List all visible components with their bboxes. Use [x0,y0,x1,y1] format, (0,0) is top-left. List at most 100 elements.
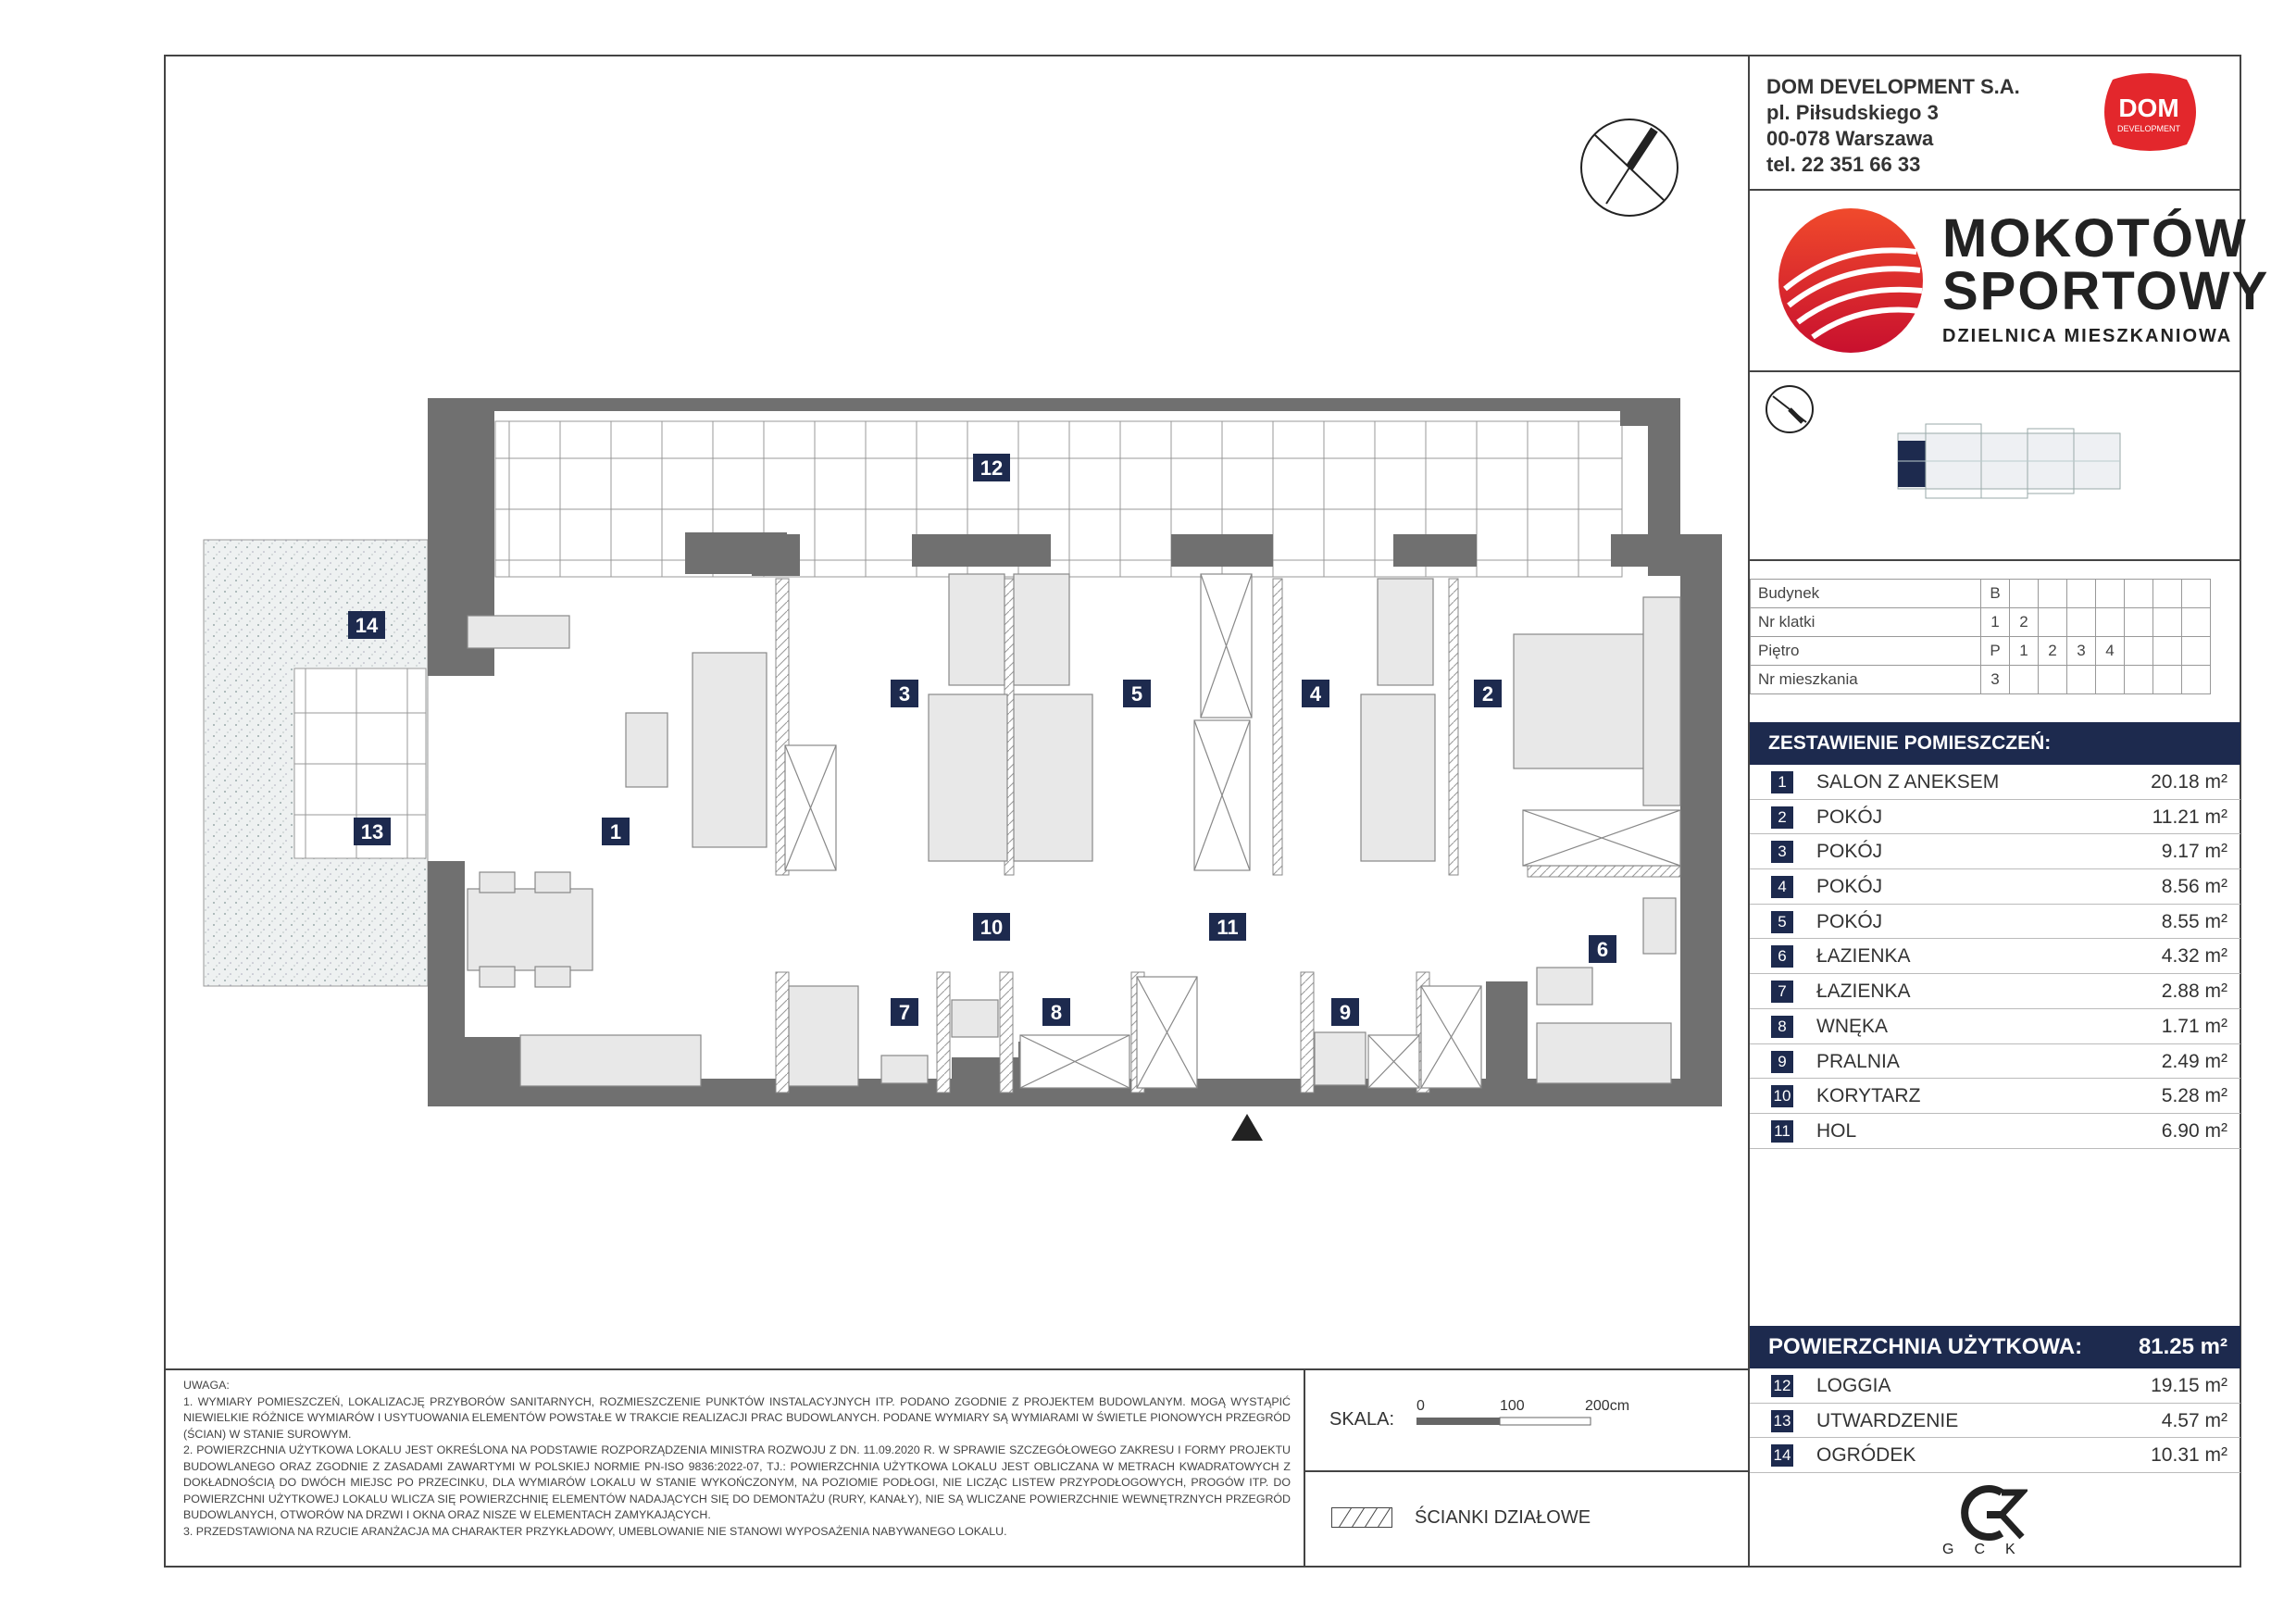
room-name: OGRÓDEK [1816,1444,1916,1467]
outer-walls [428,398,1722,1106]
pietro-4: 4 [2095,636,2125,666]
svg-text:12: 12 [980,456,1003,480]
plan-label-10: 10 [973,913,1010,941]
note-2: 2. POWIERZCHNIA UŻYTKOWA LOKALU JEST OKR… [183,1443,1291,1521]
room-name: POKÓJ [1816,876,1883,898]
extra-row: 14 OGRÓDEK 10.31 m² [1750,1438,2240,1474]
pietro-label: Piętro [1750,636,1981,666]
room-number: 1 [1771,771,1793,793]
room-number: 5 [1771,910,1793,933]
room-area: 2.49 m² [2161,1050,2227,1072]
keyplan-divider [1748,559,2241,561]
company-phone: tel. 22 351 66 33 [1766,153,1921,176]
room-number: 12 [1771,1375,1793,1397]
note-3: 3. PRZEDSTAWIONA NA RZUCIE ARANŻACJA MA … [183,1524,1007,1538]
room-area: 6.90 m² [2161,1119,2227,1142]
row-klatka: Nr klatki 1 2 [1750,607,2211,637]
room-number: 14 [1771,1444,1793,1468]
brand-divider [1748,370,2241,372]
scale-tick-200: 200cm [1585,1398,1630,1414]
scale-bar [1416,1417,1591,1426]
room-number: 7 [1771,981,1793,1004]
room-number: 2 [1771,806,1793,829]
svg-text:7: 7 [899,1001,910,1024]
room-name: WNĘKA [1816,1015,1889,1037]
plan-label-8: 8 [1042,998,1070,1026]
brand-line1: MOKOTÓW [1942,208,2248,269]
room-name: LOGGIA [1816,1375,1891,1396]
budynek-label: Budynek [1750,579,1981,608]
furniture [467,573,1681,1087]
room-name: ŁAZIENKA [1816,945,1911,968]
room-area: 10.31 m² [2151,1444,2227,1467]
room-area: 19.15 m² [2151,1375,2227,1396]
room-name: UTWARDZENIE [1816,1409,1959,1431]
company-address2: 00-078 Warszawa [1766,127,1934,150]
compass-north-icon [1580,119,1678,217]
plan-label-14: 14 [348,611,385,639]
apartment-info-table: Budynek B Nr klatki 1 2 Piętro P 1 2 3 4… [1750,579,2211,694]
svg-text:4: 4 [1310,682,1322,706]
scale-divider [1304,1368,1305,1568]
notes-title: UWAGA: [183,1379,230,1392]
klatka-label: Nr klatki [1750,607,1981,637]
room-name: POKÓJ [1816,910,1883,932]
svg-text:8: 8 [1051,1001,1062,1024]
drawing-frame [164,55,2241,1568]
svg-text:5: 5 [1131,682,1142,706]
room-number: 4 [1771,876,1793,899]
scale-label: SKALA: [1329,1409,1395,1430]
mokotow-brand-icon [1778,208,1923,353]
svg-text:11: 11 [1217,916,1238,939]
scale-tick-0: 0 [1416,1398,1425,1414]
room-name: HOL [1816,1119,1857,1142]
svg-text:13: 13 [361,820,383,843]
room-area: 20.18 m² [2151,771,2227,793]
budynek-value: B [1980,579,2010,608]
mieszkanie-label: Nr mieszkania [1750,665,1981,694]
gck-logo [1961,1485,2028,1541]
plan-label-1: 1 [602,818,630,845]
logo-text: DOM [2118,94,2178,122]
plan-label-12: 12 [973,454,1010,481]
plan-label-9: 9 [1331,998,1359,1026]
plan-label-13: 13 [354,818,391,845]
title-block-divider [1748,55,1750,1568]
floor-plan: 1 2 3 4 5 6 7 8 9 10 11 12 13 14 [203,398,1722,1141]
room-number: 13 [1771,1409,1793,1432]
total-area-label: POWIERZCHNIA UŻYTKOWA: [1768,1334,2083,1359]
pietro-3: 3 [2066,636,2096,666]
pietro-2: 2 [2038,636,2067,666]
mieszkanie-value: 3 [1980,665,2010,694]
gck-logo-text: GCK [1942,1542,2036,1557]
svg-text:6: 6 [1597,938,1608,961]
extra-row: 12 LOGGIA 19.15 m² [1750,1368,2240,1404]
room-name: POKÓJ [1816,841,1883,863]
room-area: 2.88 m² [2161,981,2227,1003]
company-name: DOM DEVELOPMENT S.A. [1766,75,2020,98]
legend-divider [1304,1470,1748,1472]
compass-small-icon [1766,385,1814,433]
logo-sub: DEVELOPMENT [2117,124,2181,133]
room-area: 8.56 m² [2161,876,2227,898]
company-address1: pl. Piłsudskiego 3 [1766,101,1939,124]
room-number: 11 [1771,1119,1793,1143]
pietro-p: P [1980,636,2010,666]
room-row: 4 POKÓJ 8.56 m² [1750,869,2240,905]
room-number: 3 [1771,841,1793,864]
company-info: DOM DEVELOPMENT S.A. pl. Piłsudskiego 3 … [1766,74,2020,178]
room-number: 6 [1771,945,1793,968]
room-labels: 1 2 3 4 5 6 7 8 9 10 11 12 13 14 [348,454,1616,1026]
svg-text:9: 9 [1340,1001,1351,1024]
room-name: POKÓJ [1816,806,1883,828]
room-row: 11 HOL 6.90 m² [1750,1114,2240,1149]
scale-tick-100: 100 [1500,1398,1525,1414]
partition-wall-legend-icon [1331,1507,1392,1528]
plan-label-6: 6 [1589,935,1616,963]
